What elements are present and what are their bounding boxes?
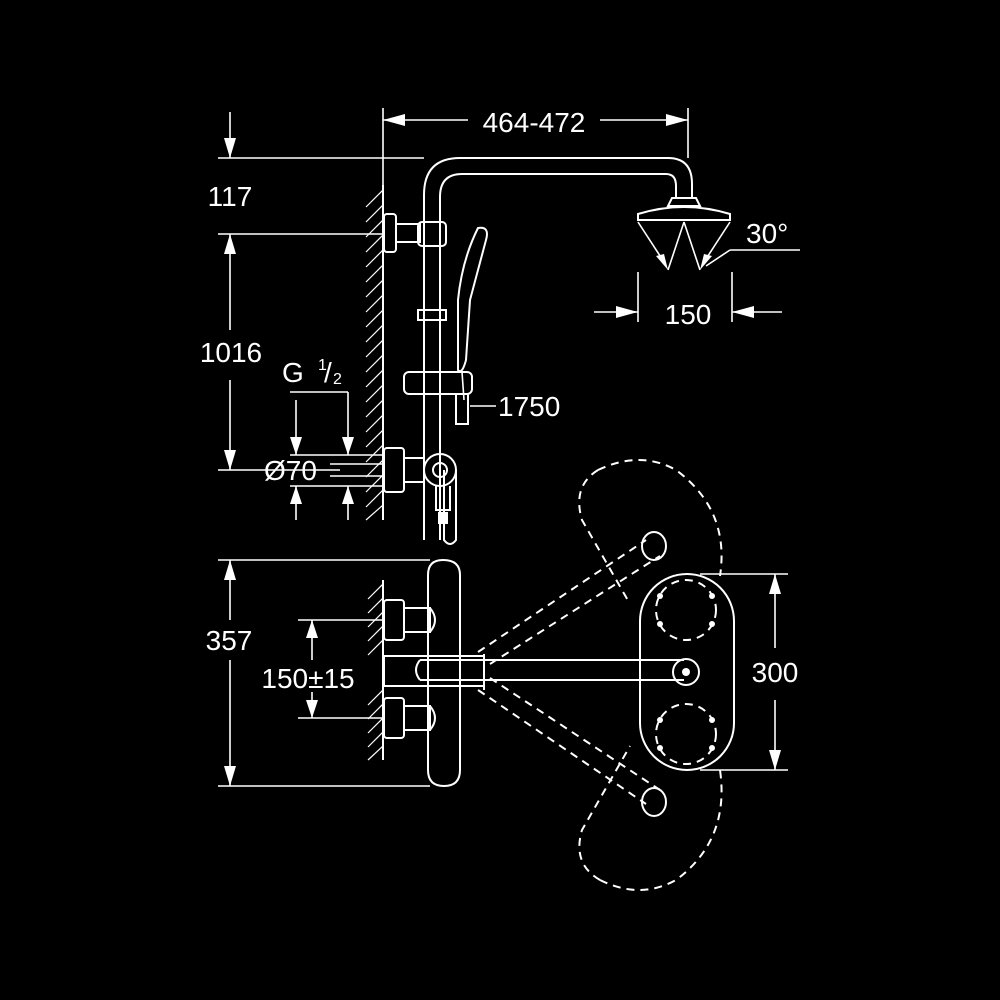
label-thread-slash: /	[324, 357, 332, 388]
dim-arm-reach: 464-472	[382, 107, 689, 188]
label-thread-num: 1	[318, 357, 327, 374]
label-head-diameter: 150	[665, 299, 712, 330]
label-mixer-height: 357	[206, 625, 253, 656]
dim-left-vertical: 117 1016	[200, 112, 424, 471]
label-arm-reach: 464-472	[483, 107, 586, 138]
label-hose-length: 1750	[498, 391, 560, 422]
thermostat-body	[383, 558, 485, 788]
dim-inlet-spacing: 150±15	[261, 619, 384, 719]
wall-plate	[639, 573, 735, 771]
label-flange-diameter: Ø70	[264, 455, 317, 486]
dim-plate-height: 300	[700, 573, 799, 771]
dim-thread-flange: G 1 / 2 Ø70	[264, 357, 384, 520]
label-inlet-spacing: 150±15	[261, 663, 354, 694]
label-head-drop: 117	[208, 181, 253, 212]
hand-shower	[403, 226, 488, 545]
lever-handle	[415, 659, 684, 681]
label-rail-height: 1016	[200, 337, 262, 368]
dim-mixer-height: 357	[206, 559, 430, 787]
label-plate-height: 300	[752, 657, 799, 688]
dim-head-diameter: 150	[594, 272, 782, 330]
label-spray-angle: 30°	[746, 218, 788, 249]
shower-riser	[417, 157, 693, 540]
wall-hatching	[365, 185, 384, 521]
shower-head	[637, 197, 800, 271]
outlet-connector	[383, 447, 457, 524]
label-thread-g: G	[282, 357, 304, 388]
label-thread-den: 2	[333, 371, 342, 388]
lever-handle-rotated	[477, 459, 723, 891]
wall-hatching-lower	[367, 580, 384, 761]
wall-bracket	[383, 213, 421, 253]
